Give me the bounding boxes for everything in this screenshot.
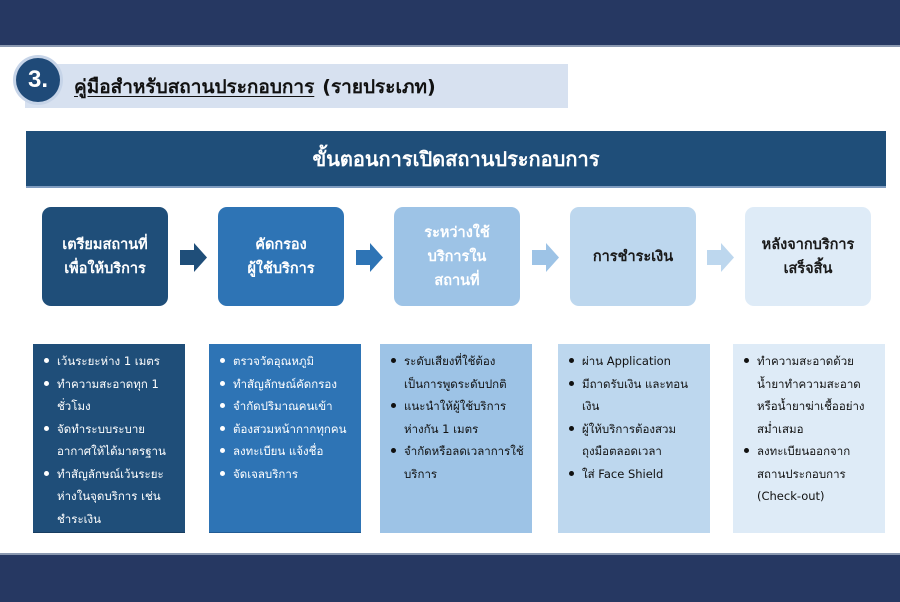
list-item: ผ่าน Application [566, 350, 702, 373]
arrow-right-icon [532, 243, 559, 272]
section-number: 3. [27, 66, 48, 93]
step-label: การชำระเงิน [592, 248, 674, 265]
step-screening: คัดกรอง ผู้ใช้บริการ [218, 207, 344, 306]
details-during-service: ระดับเสียงที่ใช้ต้องเป็นการพูดระดับปกติ … [380, 344, 532, 533]
step-prepare-venue: เตรียมสถานที่ เพื่อให้บริการ [42, 207, 168, 306]
list-item: ทำสัญลักษณ์เว้นระยะห่างในจุดบริการ เช่น … [41, 463, 177, 531]
arrow-right-icon [356, 243, 383, 272]
detail-list: ผ่าน Application มีถาดรับเงิน และทอนเงิน… [566, 350, 702, 485]
detail-list: ระดับเสียงที่ใช้ต้องเป็นการพูดระดับปกติ … [388, 350, 524, 485]
section-title-main: คู่มือสำหรับสถานประกอบการ [74, 76, 315, 98]
top-frame-bar [0, 0, 900, 47]
section-title: คู่มือสำหรับสถานประกอบการ (รายประเภท) [74, 72, 436, 102]
list-item: ตรวจวัดอุณหภูมิ [217, 350, 353, 373]
list-item: เว้นระยะห่าง 1 เมตร [41, 350, 177, 373]
list-item: จัดทำระบบระบายอากาศให้ได้มาตรฐาน [41, 418, 177, 463]
list-item: ทำความสะอาดด้วยน้ำยาทำความสะอาดหรือน้ำยา… [741, 350, 877, 440]
step-label: หลังจากบริการ เสร็จสิ้น [761, 236, 855, 277]
list-item: จัดเจลบริการ [217, 463, 353, 486]
list-item: มีถาดรับเงิน และทอนเงิน [566, 373, 702, 418]
step-label: คัดกรอง ผู้ใช้บริการ [247, 236, 315, 277]
section-header-band [25, 64, 568, 108]
step-label: ระหว่างใช้ บริการใน สถานที่ [424, 224, 490, 289]
step-during-service: ระหว่างใช้ บริการใน สถานที่ [394, 207, 520, 306]
arrow-right-icon [707, 243, 734, 272]
list-item: ลงทะเบียนออกจากสถานประกอบการ (Check-out) [741, 440, 877, 508]
details-screening: ตรวจวัดอุณหภูมิ ทำสัญลักษณ์คัดกรอง จำกัด… [209, 344, 361, 533]
details-payment: ผ่าน Application มีถาดรับเงิน และทอนเงิน… [558, 344, 710, 533]
list-item: ทำความสะอาดทุก 1 ชั่วโมง [41, 373, 177, 418]
list-item: ระดับเสียงที่ใช้ต้องเป็นการพูดระดับปกติ [388, 350, 524, 395]
list-item: ใส่ Face Shield [566, 463, 702, 486]
banner-title: ขั้นตอนการเปิดสถานประกอบการ [312, 146, 600, 171]
list-item: แนะนำให้ผู้ใช้บริการห่างกัน 1 เมตร [388, 395, 524, 440]
step-label: เตรียมสถานที่ เพื่อให้บริการ [62, 236, 148, 277]
details-prepare-venue: เว้นระยะห่าง 1 เมตร ทำความสะอาดทุก 1 ชั่… [33, 344, 185, 533]
step-after-service: หลังจากบริการ เสร็จสิ้น [745, 207, 871, 306]
list-item: ทำสัญลักษณ์คัดกรอง [217, 373, 353, 396]
list-item: ลงทะเบียน แจ้งชื่อ [217, 440, 353, 463]
details-after-service: ทำความสะอาดด้วยน้ำยาทำความสะอาดหรือน้ำยา… [733, 344, 885, 533]
bottom-frame-bar [0, 553, 900, 602]
list-item: จำกัดปริมาณคนเข้า [217, 395, 353, 418]
section-title-suffix: (รายประเภท) [322, 76, 436, 98]
list-item: ต้องสวมหน้ากากทุกคน [217, 418, 353, 441]
detail-list: ทำความสะอาดด้วยน้ำยาทำความสะอาดหรือน้ำยา… [741, 350, 877, 508]
section-number-badge: 3. [16, 58, 60, 102]
list-item: ผู้ให้บริการต้องสวมถุงมือตลอดเวลา [566, 418, 702, 463]
step-payment: การชำระเงิน [570, 207, 696, 306]
process-banner: ขั้นตอนการเปิดสถานประกอบการ [26, 131, 886, 188]
arrow-right-icon [180, 243, 207, 272]
detail-list: ตรวจวัดอุณหภูมิ ทำสัญลักษณ์คัดกรอง จำกัด… [217, 350, 353, 485]
detail-list: เว้นระยะห่าง 1 เมตร ทำความสะอาดทุก 1 ชั่… [41, 350, 177, 530]
list-item: จำกัดหรือลดเวลาการใช้บริการ [388, 440, 524, 485]
